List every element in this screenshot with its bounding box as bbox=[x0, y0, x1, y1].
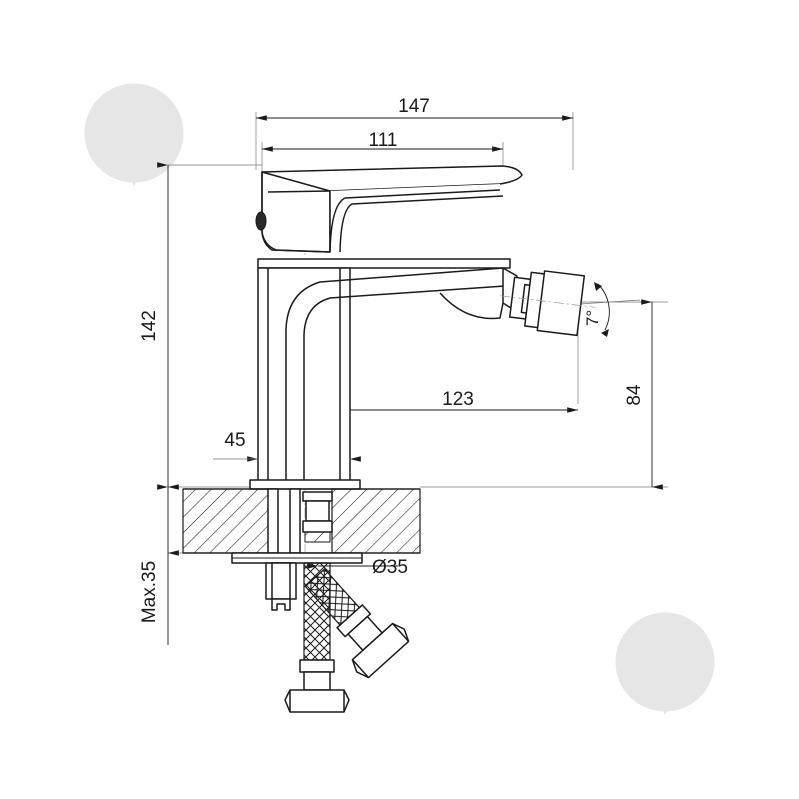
watermark-top-left-droplet-icon bbox=[84, 83, 184, 186]
dim-123-label: 123 bbox=[442, 389, 474, 410]
dim-dia35-label: Ø35 bbox=[372, 557, 408, 578]
base-flange bbox=[249, 479, 361, 490]
second-hose-fitting bbox=[304, 568, 410, 679]
dim-147-label: 147 bbox=[398, 96, 430, 117]
mixer-body bbox=[257, 258, 511, 488]
dim-max35-label: Max.35 bbox=[139, 561, 160, 623]
dim-84-label: 84 bbox=[624, 384, 645, 406]
lever-handle bbox=[255, 165, 523, 253]
dim-111-label: 111 bbox=[369, 130, 398, 151]
hose-nut bbox=[284, 689, 350, 713]
mounting-washer bbox=[231, 552, 363, 564]
threaded-stud bbox=[267, 488, 301, 554]
shank-screw bbox=[265, 562, 297, 611]
dim-45-label: 45 bbox=[224, 430, 245, 451]
aerator bbox=[500, 270, 596, 337]
lock-nut bbox=[302, 491, 333, 543]
dim-142-label: 142 bbox=[139, 310, 160, 342]
faucet-assembly bbox=[182, 165, 596, 713]
watermark-bottom-right-droplet-icon bbox=[615, 612, 715, 715]
mounting-surface bbox=[182, 488, 421, 554]
dim-angle-label: 7° bbox=[583, 310, 602, 326]
